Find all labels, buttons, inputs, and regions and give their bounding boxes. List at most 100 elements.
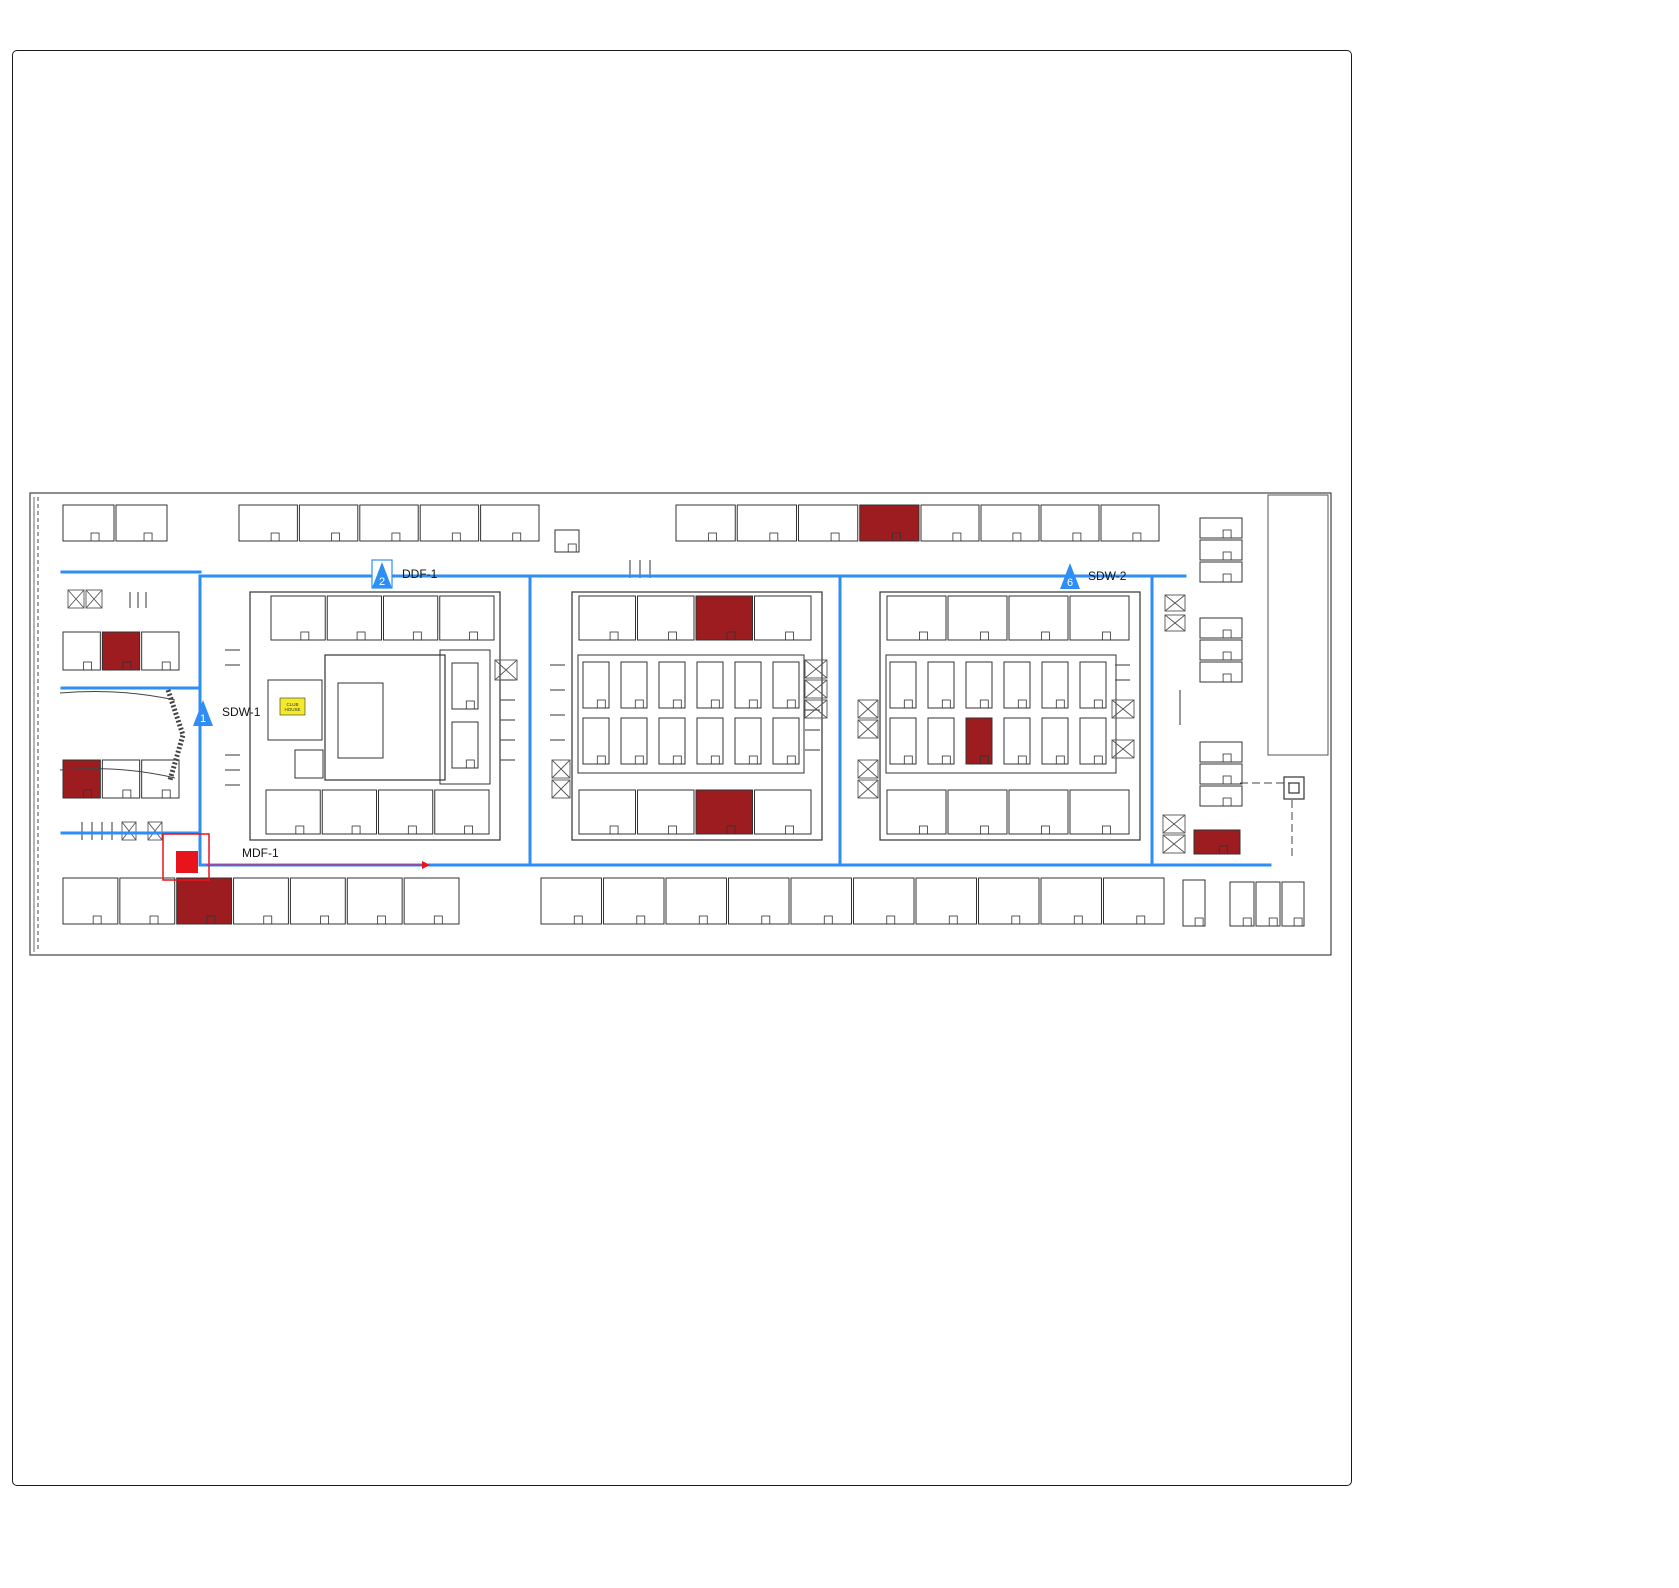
unit-building <box>1100 504 1160 542</box>
unit-building <box>920 504 980 542</box>
square-marker-icon[interactable] <box>176 851 198 873</box>
unit-building <box>403 877 460 925</box>
unit-building <box>378 789 434 835</box>
unit-building <box>578 595 636 641</box>
unit-building <box>1199 617 1243 639</box>
unit-building <box>1008 595 1069 641</box>
highlighted-unit <box>859 504 920 542</box>
unit-building <box>658 661 686 709</box>
unit-building <box>141 759 180 799</box>
unit-building <box>265 789 321 835</box>
clubhouse-label-line2: HOUSE <box>284 707 300 712</box>
unit-building <box>1040 877 1102 925</box>
unit-building <box>1199 741 1243 763</box>
triangle-marker-icon <box>193 700 213 726</box>
device-ddf-1[interactable]: 2 DDF-1 <box>371 559 438 589</box>
unit-building <box>1199 539 1243 561</box>
unit-building <box>359 504 419 542</box>
block-center <box>571 591 823 841</box>
unit-building <box>754 595 812 641</box>
highlighted-unit <box>101 631 141 671</box>
mdf-label: MDF-1 <box>242 846 279 860</box>
highlighted-unit <box>176 877 233 925</box>
unit-building <box>886 595 947 641</box>
unit-building <box>62 877 119 925</box>
unit-building <box>1281 881 1305 927</box>
highlighted-unit <box>695 789 753 835</box>
unit-building <box>603 877 665 925</box>
unit-building <box>289 877 346 925</box>
unit-building <box>1199 763 1243 785</box>
device-badge: 2 <box>379 576 385 588</box>
unit-building <box>1229 881 1255 927</box>
clubhouse-highlight <box>279 697 306 716</box>
unit-building <box>62 504 115 542</box>
unit-buildings <box>62 504 1305 927</box>
unit-building <box>927 661 955 709</box>
unit-building <box>1069 595 1130 641</box>
unit-building <box>1008 789 1069 835</box>
unit-building <box>1069 789 1130 835</box>
unit-building <box>980 504 1040 542</box>
unit-building <box>101 759 141 799</box>
unit-building <box>886 789 947 835</box>
unit-building <box>853 877 915 925</box>
unit-building <box>238 504 298 542</box>
unit-building <box>798 504 859 542</box>
unit-building <box>1103 877 1165 925</box>
unit-building <box>1199 639 1243 661</box>
unit-building <box>270 595 326 641</box>
unit-building <box>439 595 495 641</box>
unit-building <box>554 529 580 553</box>
unit-building <box>1255 881 1281 927</box>
unit-building <box>62 631 101 671</box>
unit-building <box>540 877 602 925</box>
unit-building <box>665 877 727 925</box>
unit-building <box>419 504 480 542</box>
unit-building <box>480 504 540 542</box>
unit-building <box>141 631 180 671</box>
unit-building <box>298 504 359 542</box>
device-badge: 1 <box>200 713 206 725</box>
unit-building <box>1182 879 1206 927</box>
device-badge: 6 <box>1067 577 1073 589</box>
unit-building <box>1199 561 1243 583</box>
unit-building <box>947 789 1008 835</box>
highlighted-unit <box>695 595 753 641</box>
utility-cabinet <box>1283 776 1305 800</box>
unit-building <box>790 877 852 925</box>
unit-building <box>675 504 736 542</box>
device-label: SDW-1 <box>222 705 261 719</box>
highlighted-unit <box>1193 829 1241 855</box>
unit-building <box>233 877 289 925</box>
clubhouse-building <box>324 654 446 781</box>
triangle-marker-icon <box>372 562 392 588</box>
unit-building <box>578 789 636 835</box>
highlighted-unit <box>62 759 101 799</box>
triangle-marker-icon <box>1060 563 1080 589</box>
device-label: DDF-1 <box>402 567 438 581</box>
unit-building <box>637 595 695 641</box>
parking-cross-boxes <box>67 589 1186 854</box>
unit-building <box>1199 661 1243 683</box>
mdf-boundary <box>162 833 210 881</box>
unit-building <box>326 595 382 641</box>
device-sdw-2[interactable]: 6 SDW-2 <box>1060 563 1127 589</box>
arrow-head-icon <box>422 861 430 869</box>
unit-building <box>637 789 695 835</box>
unit-building <box>736 504 797 542</box>
unit-building <box>1199 785 1243 807</box>
unit-building <box>1040 504 1100 542</box>
unit-building <box>947 595 1008 641</box>
block-clubhouse <box>249 591 501 841</box>
unit-building <box>754 789 812 835</box>
unit-building <box>978 877 1040 925</box>
device-sdw-1[interactable]: 1 SDW-1 <box>193 700 261 726</box>
adjacent-parcel <box>1267 494 1329 756</box>
device-label: SDW-2 <box>1088 569 1127 583</box>
unit-building <box>115 504 168 542</box>
unit-building <box>1199 517 1243 539</box>
unit-building <box>321 789 377 835</box>
block-east <box>879 591 1141 841</box>
